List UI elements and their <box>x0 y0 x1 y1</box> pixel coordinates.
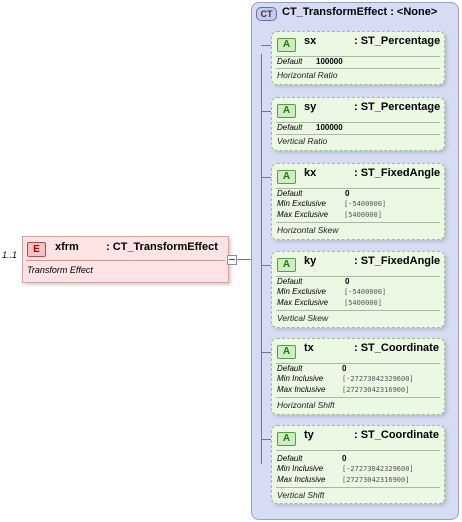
attribute-connector <box>261 45 271 46</box>
attribute-divider <box>276 222 440 223</box>
facet-min-label: Min Exclusive <box>277 199 326 208</box>
attribute-divider <box>276 68 440 69</box>
attribute-ky[interactable]: A ky : ST_FixedAngle Default 0 Min Exclu… <box>271 251 445 328</box>
attribute-description: Horizontal Skew <box>277 225 339 235</box>
attribute-badge-icon: A <box>277 345 296 359</box>
attribute-type: : ST_FixedAngle <box>354 255 441 267</box>
facet-min-label: Min Exclusive <box>277 287 326 296</box>
attribute-description: Horizontal Shift <box>277 400 335 410</box>
attribute-badge-icon: A <box>277 38 296 52</box>
attribute-name: kx <box>304 167 317 179</box>
attribute-divider <box>276 310 440 311</box>
element-type: : CT_TransformEffect <box>106 241 218 253</box>
attribute-divider <box>276 363 440 364</box>
complex-type-badge-icon: CT <box>256 7 277 21</box>
attribute-divider <box>276 56 440 57</box>
attribute-description: Vertical Skew <box>277 313 329 323</box>
attribute-connector <box>261 439 271 440</box>
facet-min-label: Min Inclusive <box>277 374 324 383</box>
attribute-kx[interactable]: A kx : ST_FixedAngle Default 0 Min Exclu… <box>271 163 445 240</box>
facet-default-value: 0 <box>345 277 350 286</box>
facet-default-label: Default <box>277 57 303 66</box>
facet-default-value: 0 <box>342 364 347 373</box>
attribute-connector <box>261 111 271 112</box>
occurrence-label: 1..1 <box>2 250 18 260</box>
element-badge-icon: E <box>27 242 46 257</box>
facet-max-label: Max Exclusive <box>277 298 329 307</box>
attribute-divider <box>276 134 440 135</box>
attribute-divider <box>276 397 440 398</box>
facet-min-value: [-5400000] <box>344 288 387 296</box>
facet-min-value: [-27273042329600] <box>342 465 414 473</box>
attribute-divider <box>276 276 440 277</box>
facet-default-value: 100000 <box>316 123 343 132</box>
attribute-connector <box>261 265 271 266</box>
facet-min-value: [-5400000] <box>344 200 387 208</box>
facet-max-value: [5400000] <box>344 299 382 307</box>
facet-max-label: Max Inclusive <box>277 475 326 484</box>
attribute-description: Horizontal Ratio <box>277 70 338 80</box>
attribute-type: : ST_FixedAngle <box>354 167 441 179</box>
facet-max-value: [5400000] <box>344 211 382 219</box>
facet-default-value: 0 <box>345 189 350 198</box>
attribute-divider <box>276 487 440 488</box>
attribute-type: : ST_Percentage <box>354 101 441 113</box>
facet-default-label: Default <box>277 189 303 198</box>
element-description: Transform Effect <box>27 265 93 275</box>
facet-max-label: Max Exclusive <box>277 210 329 219</box>
attribute-ty[interactable]: A ty : ST_Coordinate Default 0 Min Inclu… <box>271 425 445 504</box>
attribute-badge-icon: A <box>277 170 296 184</box>
attribute-sy[interactable]: A sy : ST_Percentage Default 100000 Vert… <box>271 97 445 151</box>
attribute-description: Vertical Ratio <box>277 136 328 146</box>
facet-default-label: Default <box>277 364 303 373</box>
attribute-type: : ST_Coordinate <box>354 342 439 354</box>
attribute-name: ty <box>304 429 314 441</box>
attribute-sx[interactable]: A sx : ST_Percentage Default 100000 Hori… <box>271 31 445 85</box>
element-name: xfrm <box>55 241 79 253</box>
complex-type-title: CT_TransformEffect : <None> <box>282 6 438 18</box>
facet-min-value: [-27273042329600] <box>342 375 414 383</box>
attribute-name: sy <box>304 101 317 113</box>
attribute-badge-icon: A <box>277 432 296 446</box>
attribute-name: sx <box>304 35 317 47</box>
attribute-name: tx <box>304 342 314 354</box>
facet-max-value: [27273042316900] <box>342 386 410 394</box>
facet-default-label: Default <box>277 454 303 463</box>
facet-default-value: 100000 <box>316 57 343 66</box>
facet-max-label: Max Inclusive <box>277 385 326 394</box>
facet-default-value: 0 <box>342 454 347 463</box>
attribute-type: : ST_Percentage <box>354 35 441 47</box>
facet-default-label: Default <box>277 277 303 286</box>
connector-line <box>237 259 251 260</box>
attribute-connector <box>261 177 271 178</box>
collapse-toggle-icon[interactable] <box>227 255 237 265</box>
attribute-connector <box>261 352 271 353</box>
facet-default-label: Default <box>277 123 303 132</box>
attribute-divider <box>276 188 440 189</box>
facet-min-label: Min Inclusive <box>277 464 324 473</box>
attribute-divider <box>276 122 440 123</box>
element-divider <box>26 260 225 261</box>
facet-max-value: [27273042316900] <box>342 476 410 484</box>
attribute-tx[interactable]: A tx : ST_Coordinate Default 0 Min Inclu… <box>271 338 445 415</box>
attribute-name: ky <box>304 255 317 267</box>
attribute-badge-icon: A <box>277 104 296 118</box>
attribute-type: : ST_Coordinate <box>354 429 439 441</box>
attribute-badge-icon: A <box>277 258 296 272</box>
element-xfrm-box[interactable]: E xfrm : CT_TransformEffect Transform Ef… <box>22 236 229 283</box>
attribute-divider <box>276 450 440 451</box>
attribute-description: Vertical Shift <box>277 490 325 500</box>
attribute-connector-spine <box>261 54 262 464</box>
